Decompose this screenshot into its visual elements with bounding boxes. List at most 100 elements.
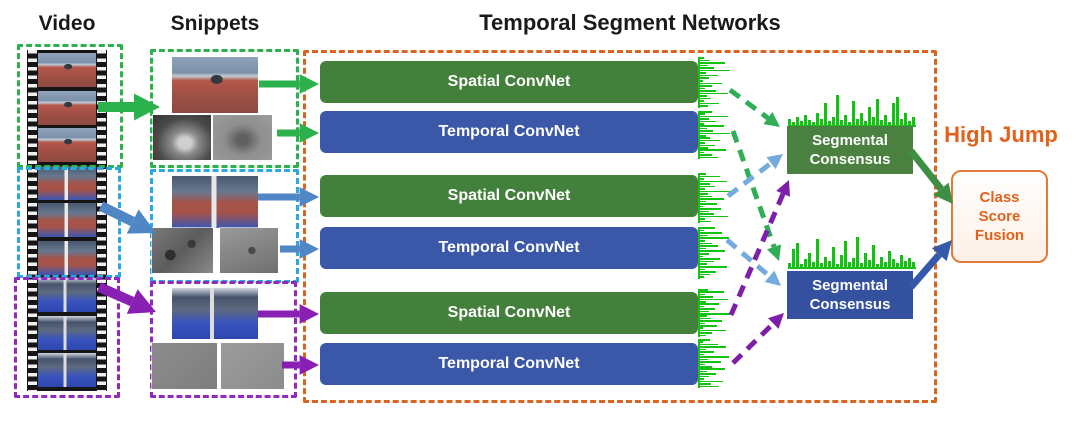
histogram-bar bbox=[700, 215, 728, 218]
histogram-bar bbox=[700, 85, 712, 87]
histogram-bar bbox=[700, 383, 711, 385]
film-sprockets-left bbox=[28, 50, 37, 391]
histogram-bar bbox=[700, 276, 704, 278]
histogram-bar bbox=[700, 115, 728, 118]
histogram-bar bbox=[700, 151, 704, 154]
histogram-bar bbox=[792, 122, 795, 125]
score-histogram-spatial-1 bbox=[698, 57, 736, 108]
histogram-bar bbox=[856, 237, 859, 267]
histogram-bar bbox=[700, 332, 712, 334]
histogram-bar bbox=[860, 263, 863, 267]
histogram-bar bbox=[828, 261, 831, 267]
histogram-bar bbox=[700, 100, 704, 102]
histogram-bar bbox=[700, 180, 727, 183]
spatial-convnet-2: Spatial ConvNet bbox=[320, 175, 698, 217]
histogram-bar bbox=[700, 327, 703, 329]
histogram-bar bbox=[816, 239, 819, 267]
histogram-bar bbox=[876, 264, 879, 267]
histogram-bar bbox=[700, 135, 706, 137]
histogram-bar bbox=[820, 119, 823, 125]
snippet-2-optical-flow-y bbox=[220, 228, 278, 273]
snippet-3-rgb-frame bbox=[172, 288, 258, 339]
histogram-bar bbox=[700, 218, 705, 220]
histogram-bar bbox=[700, 92, 728, 95]
snippets-title: Snippets bbox=[170, 12, 260, 35]
histogram-bar bbox=[700, 227, 715, 229]
histogram-bar bbox=[700, 210, 709, 213]
histogram-bar bbox=[852, 101, 855, 125]
histogram-bar bbox=[856, 119, 859, 125]
histogram-bar bbox=[792, 249, 795, 267]
snippet-2-optical-flow-x bbox=[152, 228, 213, 273]
score-histogram-spatial-3 bbox=[698, 289, 736, 337]
histogram-bar bbox=[700, 334, 706, 337]
histogram-bar bbox=[700, 305, 704, 308]
histogram-bar bbox=[804, 259, 807, 267]
segmental-consensus-spatial: Segmental Consensus bbox=[787, 126, 913, 174]
histogram-bar bbox=[904, 113, 907, 125]
histogram-bar bbox=[700, 185, 715, 188]
histogram-bar bbox=[808, 253, 811, 267]
histogram-bar bbox=[700, 380, 723, 383]
histogram-bar bbox=[796, 117, 799, 125]
histogram-bar bbox=[700, 77, 709, 79]
score-histogram-temporal-3 bbox=[698, 339, 736, 388]
histogram-bar bbox=[820, 263, 823, 267]
histogram-bar bbox=[700, 317, 711, 320]
film-frame bbox=[38, 165, 96, 200]
histogram-bar bbox=[700, 346, 726, 348]
histogram-bar bbox=[700, 237, 729, 239]
snippet-1-rgb-frame bbox=[172, 57, 258, 113]
film-frame bbox=[38, 53, 96, 87]
histogram-bar bbox=[832, 117, 835, 125]
histogram-bar bbox=[700, 79, 703, 82]
histogram-bar bbox=[836, 264, 839, 267]
histogram-bar bbox=[812, 262, 815, 267]
prediction-label: High Jump bbox=[944, 122, 1058, 147]
histogram-bar bbox=[860, 113, 863, 125]
histogram-bar bbox=[700, 213, 714, 215]
histogram-bar bbox=[892, 103, 895, 125]
histogram-bar bbox=[872, 245, 875, 267]
histogram-bar bbox=[700, 137, 710, 139]
histogram-bar bbox=[700, 130, 713, 132]
histogram-bar bbox=[700, 293, 705, 296]
histogram-bar bbox=[700, 341, 703, 344]
histogram-bar bbox=[700, 273, 710, 276]
histogram-bar bbox=[700, 361, 721, 363]
histogram-bar bbox=[700, 229, 704, 232]
histogram-bar bbox=[852, 258, 855, 267]
histogram-bar bbox=[700, 95, 707, 97]
film-frame bbox=[38, 240, 96, 275]
snippet-3-optical-flow-x bbox=[152, 343, 217, 389]
histogram-bar bbox=[700, 339, 710, 341]
histogram-bar bbox=[700, 69, 730, 72]
histogram-bar bbox=[700, 343, 718, 346]
histogram-bar bbox=[800, 264, 803, 267]
spatial-convnet-3: Spatial ConvNet bbox=[320, 292, 698, 334]
histogram-bar bbox=[700, 368, 725, 370]
histogram-bar bbox=[700, 325, 717, 327]
temporal-convnet-2: Temporal ConvNet bbox=[320, 227, 698, 269]
histogram-bar bbox=[700, 139, 720, 142]
histogram-bar bbox=[700, 118, 709, 120]
histogram-bar bbox=[700, 127, 707, 130]
histogram-bar bbox=[700, 258, 720, 260]
histogram-bar bbox=[700, 198, 724, 200]
histogram-bar bbox=[700, 232, 722, 234]
histogram-bar bbox=[844, 115, 847, 125]
histogram-bar bbox=[700, 234, 708, 237]
histogram-bar bbox=[828, 121, 831, 125]
histogram-bar bbox=[700, 120, 716, 123]
histogram-bar bbox=[904, 261, 907, 267]
histogram-bar bbox=[700, 190, 730, 193]
histogram-bar bbox=[912, 262, 915, 267]
histogram-bar bbox=[700, 310, 709, 313]
film-frame bbox=[38, 90, 96, 125]
tsn-boundary-box bbox=[303, 50, 937, 403]
histogram-bar bbox=[796, 243, 799, 267]
histogram-bar bbox=[700, 363, 705, 366]
histogram-bar bbox=[700, 72, 706, 74]
score-histogram-temporal-1 bbox=[698, 111, 736, 159]
histogram-bar bbox=[816, 113, 819, 125]
